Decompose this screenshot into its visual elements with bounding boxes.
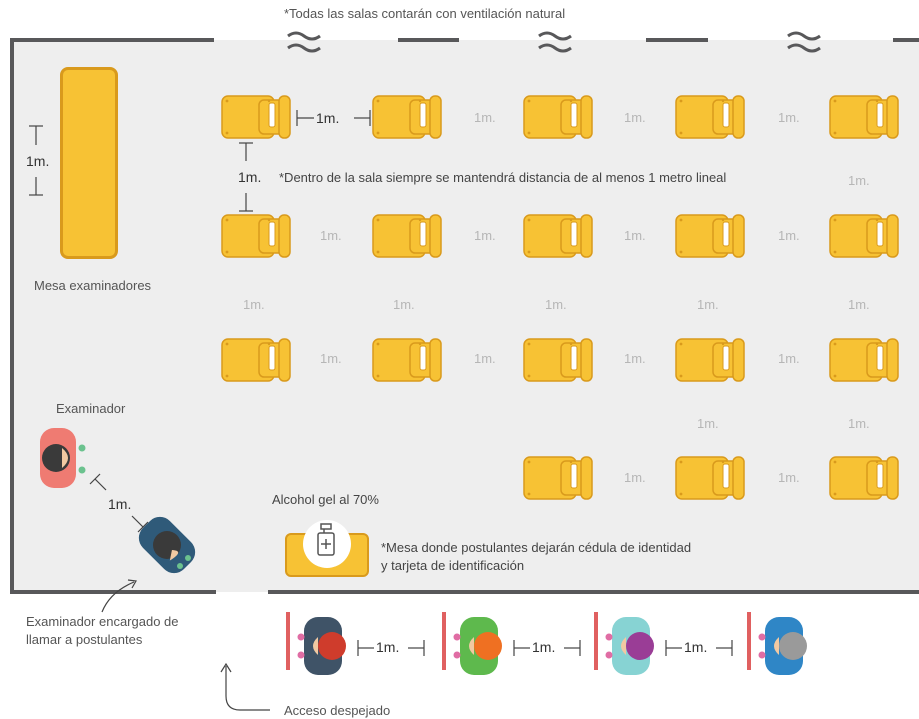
grid-distance-label: 1m. [624, 228, 646, 243]
desk-icon [675, 213, 747, 264]
room-floor [12, 40, 919, 592]
id-table-label-1: *Mesa donde postulantes dejarán cédula d… [381, 540, 692, 555]
grid-distance-label: 1m. [848, 416, 870, 431]
grid-distance-label: 1m. [624, 110, 646, 125]
grid-distance-label: 1m. [697, 297, 719, 312]
desk-icon [221, 94, 293, 145]
desk-icon [221, 337, 293, 388]
queue-distance-label: 1m. [376, 639, 400, 655]
caller-pointer-arrow [101, 579, 137, 613]
desk-icon [372, 94, 444, 145]
desk-vertical-marker [239, 142, 253, 212]
desk-icon [829, 94, 901, 145]
queue-barrier [286, 612, 290, 670]
desk-horizontal-marker [296, 110, 371, 126]
grid-distance-label: 1m. [778, 470, 800, 485]
grid-distance-label: 1m. [545, 297, 567, 312]
applicant-person-icon [450, 615, 510, 682]
table-distance-marker [29, 125, 43, 196]
queue-barrier [747, 612, 751, 670]
examiners-table [60, 67, 118, 259]
applicant-person-icon [602, 615, 662, 682]
grid-distance-label: 1m. [624, 470, 646, 485]
examiner-person-icon [40, 428, 86, 488]
desk-icon [829, 455, 901, 506]
alcohol-gel-icon [303, 520, 351, 568]
queue-distance-label: 1m. [532, 639, 556, 655]
queue-distance-label: 1m. [684, 639, 708, 655]
desk-icon [523, 94, 595, 145]
id-table-label-2: y tarjeta de identificación [381, 558, 525, 573]
desk-icon [221, 213, 293, 264]
distance-note: *Dentro de la sala siempre se mantendrá … [279, 170, 727, 185]
applicant-person-icon [755, 615, 815, 682]
ventilation-icon-1 [287, 31, 321, 53]
queue-barrier [594, 612, 598, 670]
caller-label-1: Examinador encargado de [26, 614, 179, 629]
caller-person-icon [138, 516, 196, 574]
desk-icon [675, 455, 747, 506]
queue-distance-marker [664, 638, 736, 663]
grid-distance-label: 1m. [320, 228, 342, 243]
ventilation-note: *Todas las salas contarán con ventilació… [284, 6, 566, 21]
grid-distance-label: 1m. [848, 173, 870, 188]
ventilation-icon-3 [787, 31, 821, 53]
ventilation-icon-2 [538, 31, 572, 53]
examiner-caller-label: 1m. [108, 496, 132, 512]
examiner-label: Examinador [56, 401, 126, 416]
queue-distance-marker [512, 638, 584, 663]
grid-distance-label: 1m. [474, 351, 496, 366]
grid-distance-label: 1m. [243, 297, 265, 312]
queue-barrier [442, 612, 446, 670]
grid-distance-label: 1m. [697, 416, 719, 431]
desk-vertical-label: 1m. [238, 169, 262, 185]
queue-distance-marker [356, 638, 428, 663]
grid-distance-label: 1m. [778, 351, 800, 366]
desk-icon [523, 455, 595, 506]
grid-distance-label: 1m. [778, 228, 800, 243]
access-label: Acceso despejado [284, 703, 391, 718]
desk-icon [829, 213, 901, 264]
desk-icon [675, 94, 747, 145]
alcohol-label: Alcohol gel al 70% [272, 492, 379, 507]
desk-icon [829, 337, 901, 388]
examiners-table-label: Mesa examinadores [34, 278, 152, 293]
applicant-person-icon [294, 615, 354, 682]
desk-icon [523, 213, 595, 264]
grid-distance-label: 1m. [848, 297, 870, 312]
desk-icon [523, 337, 595, 388]
desk-icon [675, 337, 747, 388]
grid-distance-label: 1m. [393, 297, 415, 312]
access-arrow [220, 662, 270, 711]
grid-distance-label: 1m. [624, 351, 646, 366]
desk-icon [372, 213, 444, 264]
examiner-caller-marker [89, 473, 149, 533]
grid-distance-label: 1m. [474, 228, 496, 243]
desk-horizontal-label: 1m. [316, 110, 340, 126]
table-distance-label: 1m. [26, 153, 50, 169]
grid-distance-label: 1m. [474, 110, 496, 125]
caller-label-2: llamar a postulantes [26, 632, 143, 647]
grid-distance-label: 1m. [320, 351, 342, 366]
grid-distance-label: 1m. [778, 110, 800, 125]
desk-icon [372, 337, 444, 388]
